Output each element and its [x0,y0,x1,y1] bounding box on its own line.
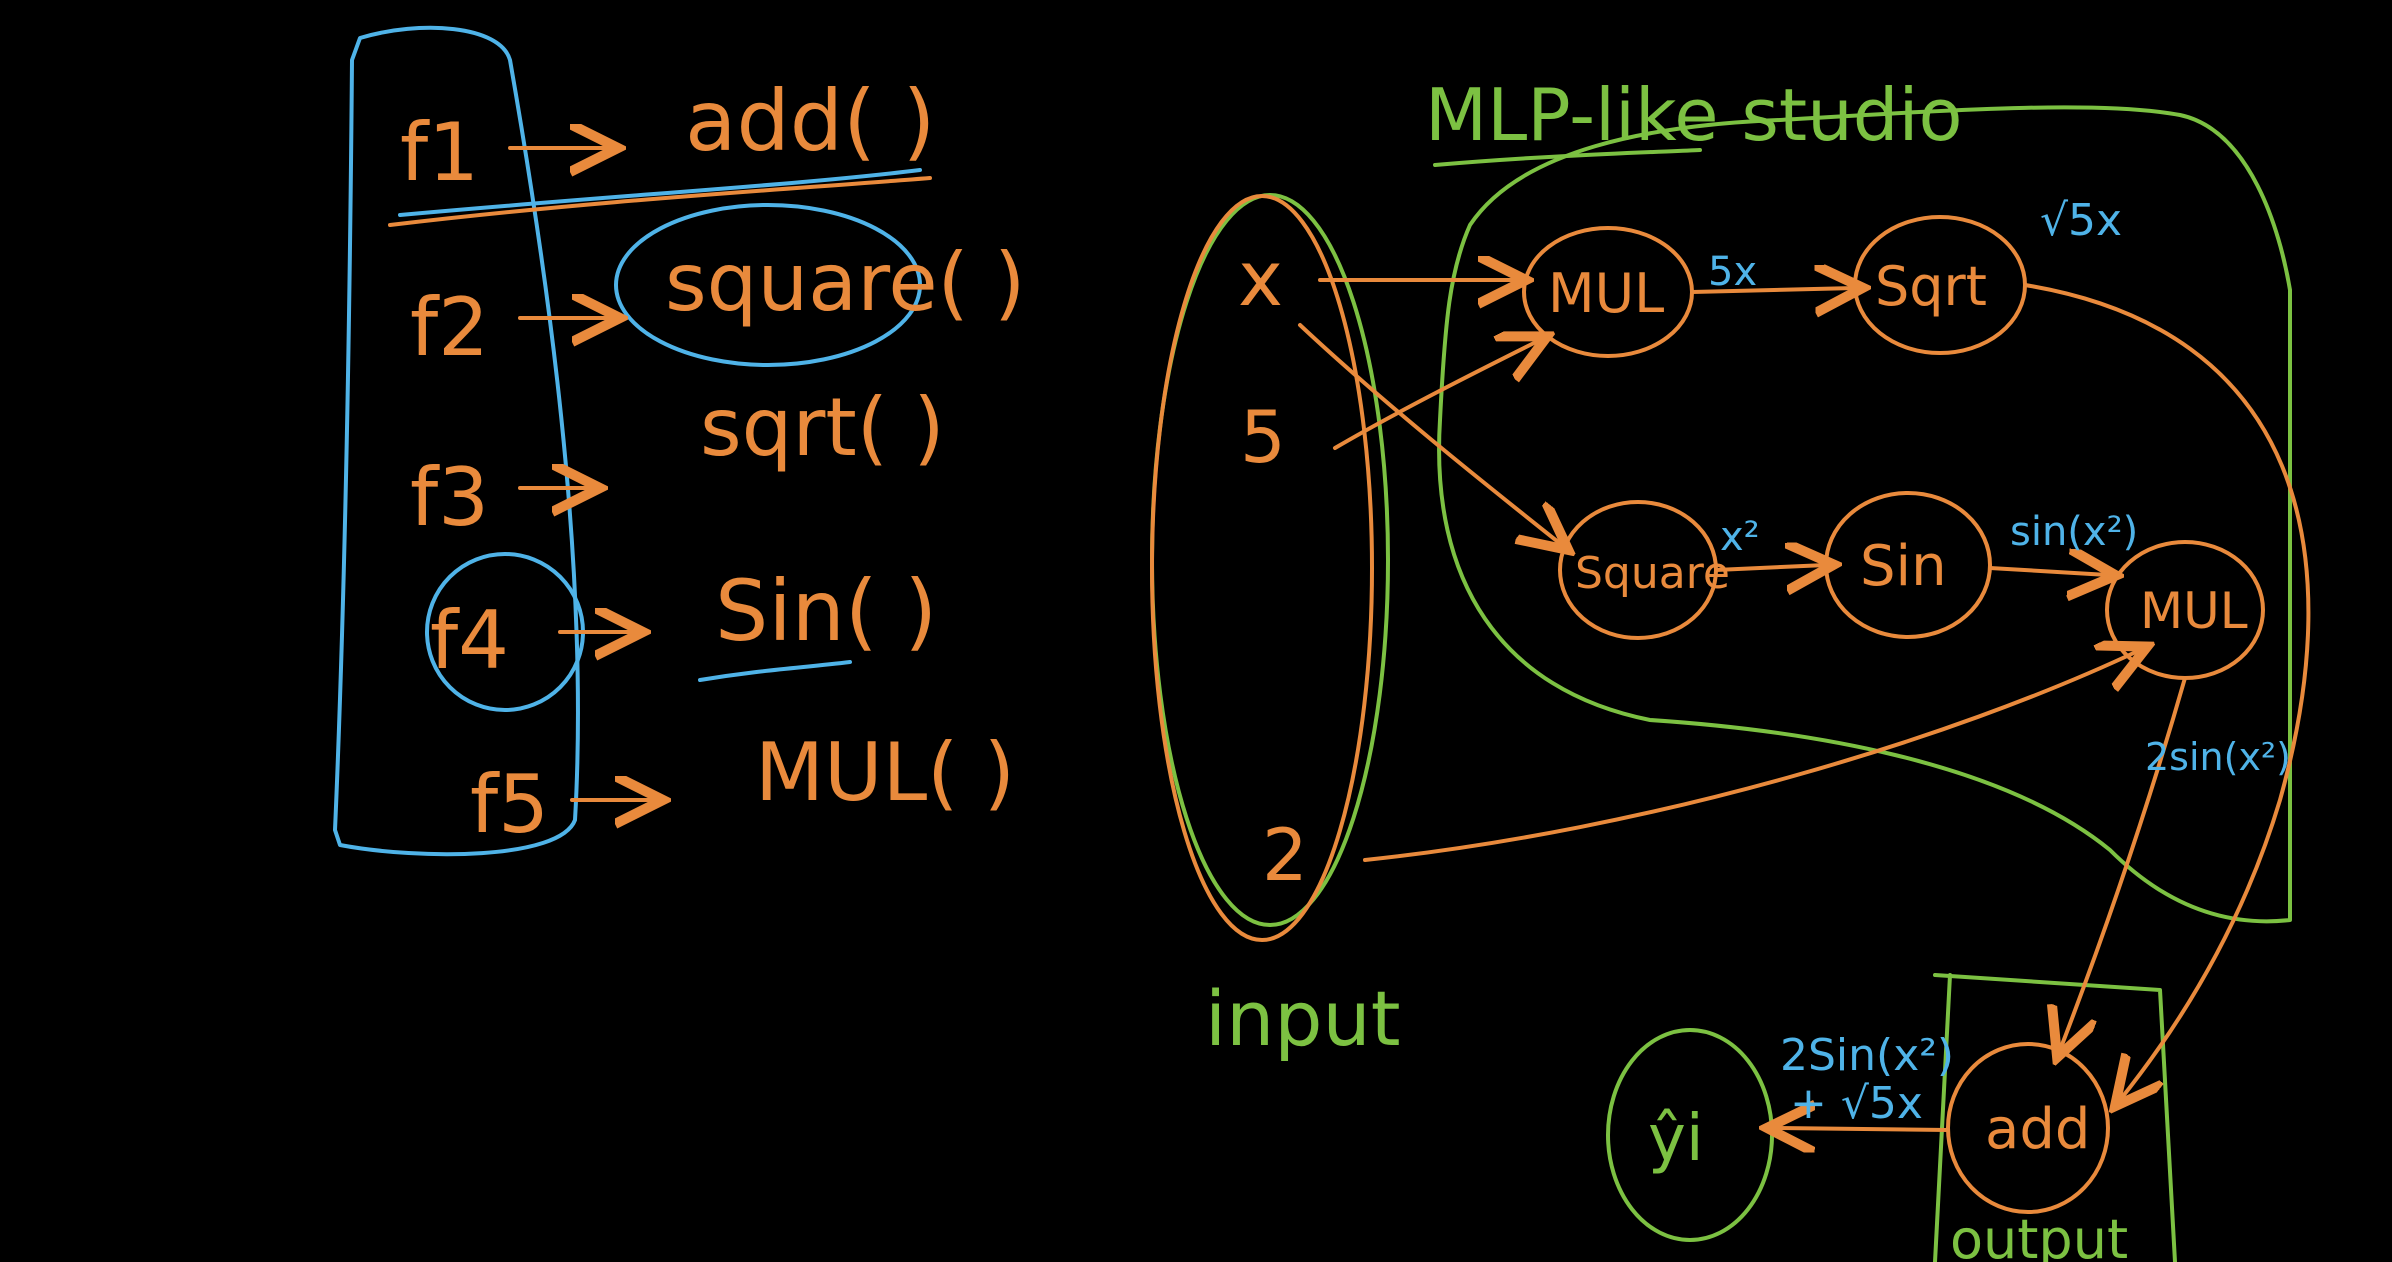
square-highlight-circle [614,203,922,367]
label-5x: 5x [1708,249,1757,295]
add-function: add( ) [685,72,935,170]
f3-label: f3 [410,451,489,544]
f4-label: f4 [430,594,509,687]
function-list: f1 add( ) f2 square( ) f3 sqrt( ) f4 Sin… [333,25,1025,857]
input-two: 2 [1262,813,1308,897]
yhat-label: ŷi [1648,1102,1704,1176]
mul-right-label: MUL [2140,582,2248,640]
sin-underline [698,660,852,682]
f5-label: f5 [470,758,549,851]
function-group-outline [333,25,580,857]
edge-square-to-sin [1714,565,1826,570]
hidden-layer-outline [1437,105,2292,924]
label-2sin: 2sin(x²) [2145,735,2291,779]
f1-label: f1 [400,106,479,199]
add-underline [388,176,932,227]
square-function: square( ) [665,236,1025,329]
f2-label: f2 [410,281,489,374]
edge-x-to-square [1298,323,1562,545]
edge-add-to-yhat [1775,1128,1950,1130]
edge-5-to-mul [1333,340,1540,450]
input-x: x [1238,234,1283,323]
title-underline [1433,148,1702,167]
add-label: add [1985,1097,2090,1162]
input-label: input [1205,974,1401,1063]
input-five: 5 [1240,395,1286,479]
sqrt-label: Sqrt [1875,255,1987,318]
output-label: output [1950,1208,2128,1262]
sin-label: Sin [1860,534,1947,599]
edge-sqrt-to-add [2023,283,2311,1100]
mul-top-label: MUL [1548,262,1664,325]
edge-mul-to-add [2060,676,2187,1050]
output-outline [1933,973,2177,1262]
edge-two-to-mul [1363,650,2140,862]
label-final-1: 2Sin(x²) [1780,1030,1954,1081]
mul-function: MUL( ) [755,726,1015,819]
label-x-squared: x² [1720,514,1760,560]
sqrt-function: sqrt( ) [700,381,945,474]
label-sin-x-squared: sin(x²) [2010,509,2138,555]
edge-mul-to-sqrt [1690,288,1855,292]
square-label: Square [1575,548,1730,599]
input-outline-orange [1150,194,1374,942]
add-underline-2 [398,168,922,217]
sin-function: Sin( ) [715,562,937,660]
label-final-2: + √5x [1790,1078,1923,1129]
edge-sin-to-mul [1988,568,2108,575]
computation-graph: MLP-like studio x 5 2 input MUL Sqrt Squ… [1150,73,2311,1262]
label-sqrt-5x: √5x [2040,195,2122,246]
